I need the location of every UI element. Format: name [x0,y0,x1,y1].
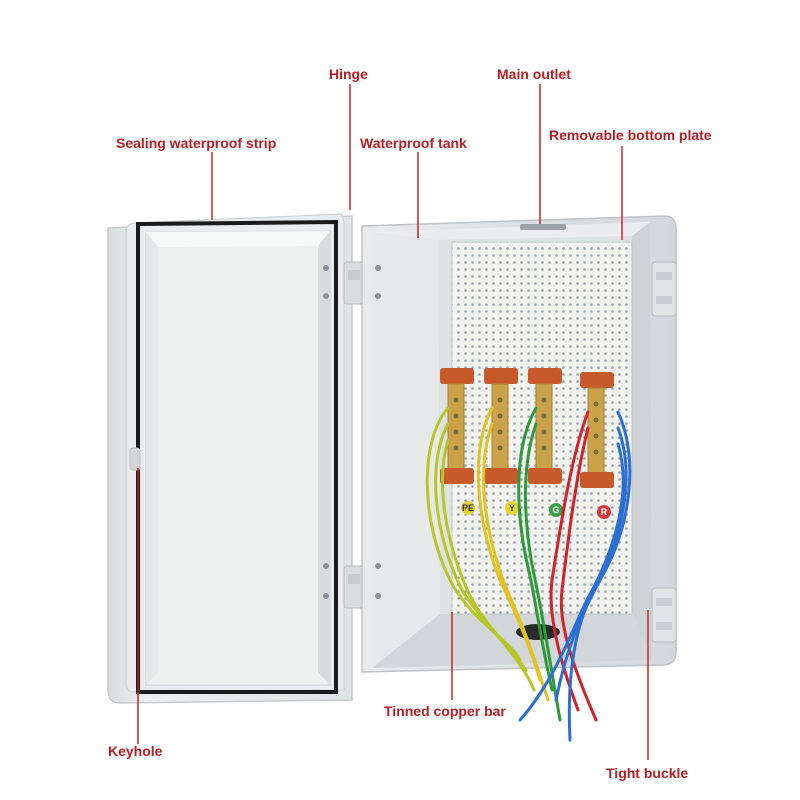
body [361,215,677,673]
mark-r: R [601,507,608,517]
tight-buckles [651,261,677,643]
label-tight-buckle: Tight buckle [606,765,689,781]
label-sealing-strip: Sealing waterproof strip [116,135,277,151]
hinges [343,261,365,609]
label-waterproof-tank: Waterproof tank [360,135,467,151]
label-keyhole: Keyhole [108,743,163,759]
terminal-marks: PE Y G R [461,501,611,519]
mark-g: G [552,505,559,515]
leader-lines [137,84,649,760]
label-main-outlet: Main outlet [497,66,571,82]
keyhole-icon [129,447,141,471]
terminal-block-g [528,368,562,484]
mark-pe: PE [462,503,474,513]
label-hinge: Hinge [329,66,368,82]
mark-y: Y [509,503,515,513]
door [107,213,353,704]
label-tinned-copper-bar: Tinned copper bar [384,703,506,719]
terminal-block-y [484,368,518,484]
wires [425,406,632,742]
terminal-block-r [580,372,614,488]
terminal-block-pe [440,368,474,484]
label-removable-plate: Removable bottom plate [549,127,712,143]
terminal-blocks: PE Y G R [440,368,614,519]
